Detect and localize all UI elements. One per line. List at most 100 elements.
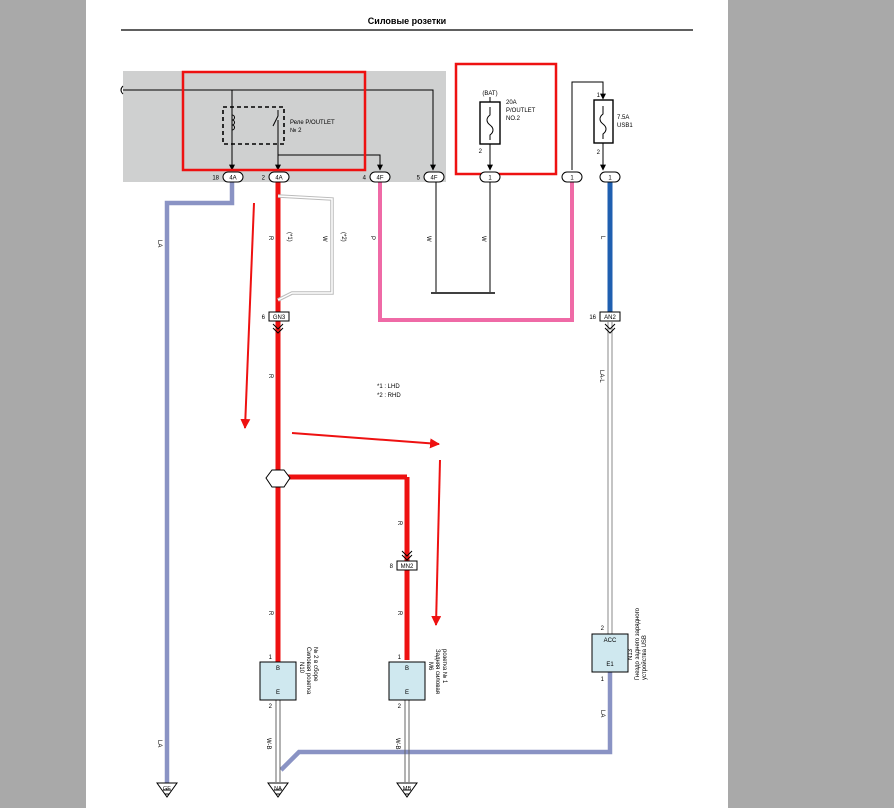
break-mark: [120, 85, 124, 95]
svg-text:R: R: [396, 521, 402, 526]
usb-fuse-name: USB1: [617, 123, 633, 129]
fuse-source: (BAT): [482, 91, 497, 97]
relay-box: [222, 106, 285, 145]
fuse-rating: 20A: [506, 100, 517, 106]
svg-text:№ 2 в сборе: № 2 в сборе: [312, 647, 319, 682]
svg-text:M6: M6: [427, 662, 433, 671]
junction-connector-2-4a: 4A 2: [262, 171, 290, 183]
svg-text:Гнездо заднего зарядного: Гнездо заднего зарядного: [635, 607, 641, 680]
svg-text:GE: GE: [163, 786, 171, 792]
svg-text:N13: N13: [628, 648, 634, 660]
svg-text:2: 2: [601, 626, 605, 632]
svg-text:устройства USB: устройства USB: [641, 635, 648, 680]
diagram-sheet: Силовые розетки Реле P/OUTLET № 2 (BAT) …: [86, 0, 728, 808]
svg-text:16: 16: [589, 315, 596, 321]
svg-text:1: 1: [269, 655, 273, 661]
svg-text:18: 18: [212, 176, 219, 182]
svg-text:Задняя силовая: Задняя силовая: [434, 649, 440, 694]
svg-text:8: 8: [390, 564, 394, 570]
wire-la-e1-ground: [279, 672, 613, 772]
svg-text:ACC: ACC: [604, 638, 617, 644]
fuse-name: P/OUTLET: [506, 108, 536, 114]
svg-text:AN2: AN2: [604, 315, 616, 321]
svg-text:B: B: [405, 666, 409, 672]
annotation-arrow-right: [291, 432, 440, 449]
svg-text:LA: LA: [156, 740, 162, 747]
usb-feed-wire: [571, 81, 606, 170]
fuse-icon: [486, 107, 494, 140]
relay-number: № 2: [290, 127, 302, 134]
svg-text:2: 2: [398, 704, 402, 710]
component-n10: 1 B E 2 N10 Силовая розетка № 2 в сборе: [259, 647, 319, 710]
ground-ge: GE: [156, 782, 178, 798]
svg-text:W-B: W-B: [394, 738, 400, 750]
svg-text:4F: 4F: [376, 176, 383, 182]
svg-text:(*2): (*2): [340, 232, 346, 242]
wire-p-pink: [378, 182, 574, 322]
svg-text:W-B: W-B: [265, 738, 271, 750]
junction-connector-pink: 1: [561, 171, 583, 183]
usb-fuse-pin-top: 1: [597, 93, 601, 99]
svg-text:Силовая розетка: Силовая розетка: [305, 647, 311, 695]
svg-text:4A: 4A: [275, 176, 282, 182]
svg-text:W: W: [321, 236, 327, 242]
svg-text:R: R: [267, 374, 273, 379]
relay-name: Реле P/OUTLET: [290, 120, 335, 126]
svg-text:LA-L: LA-L: [598, 370, 604, 383]
fuse-highlight: [454, 62, 558, 176]
fuse-pin-bottom: 2: [479, 149, 483, 155]
wire-color-labels: LA R (*1) W (*2) P W W L R R R R LA-L LA…: [156, 232, 605, 750]
relay-switch-icon: [272, 110, 279, 140]
svg-text:E: E: [276, 690, 280, 696]
annotation-arrow-down-left: [240, 202, 255, 429]
usb-fuse-pin-bottom: 2: [597, 150, 601, 156]
svg-text:(*1): (*1): [286, 232, 292, 242]
svg-text:R: R: [267, 611, 273, 616]
fuse-name2: NO.2: [506, 116, 521, 122]
svg-text:W: W: [425, 236, 431, 242]
svg-text:2: 2: [269, 704, 273, 710]
svg-text:E: E: [405, 690, 409, 696]
svg-text:LA: LA: [599, 710, 605, 717]
svg-text:MN2: MN2: [401, 564, 414, 570]
relay-coil-icon: [231, 110, 235, 135]
svg-text:LA: LA: [156, 240, 162, 247]
inner-wire-5: [232, 89, 436, 171]
svg-text:розетка № 1: розетка № 1: [441, 649, 448, 684]
note-lhd: *1 : LHD: [377, 384, 400, 390]
junction-connector-fuse: 1: [479, 171, 501, 183]
wire-la-left: [164, 182, 235, 785]
svg-text:1: 1: [398, 655, 402, 661]
svg-text:4F: 4F: [430, 176, 437, 182]
svg-text:B: B: [276, 666, 280, 672]
svg-text:N10: N10: [298, 662, 304, 674]
wiring-diagram: Силовые розетки Реле P/OUTLET № 2 (BAT) …: [120, 16, 693, 798]
annotation-arrow-down-right: [431, 459, 442, 626]
page-title: Силовые розетки: [368, 16, 446, 26]
note-rhd: *2 : RHD: [377, 393, 401, 399]
component-m6: 1 B E 2 M6 Задняя силовая розетка № 1: [388, 649, 448, 710]
svg-text:R: R: [267, 236, 273, 241]
usb-fuse-rating: 7.5A: [617, 115, 629, 121]
junction-connector-18-4a: 4A 18: [212, 171, 244, 183]
svg-text:GN3: GN3: [273, 315, 286, 321]
connector-gn3: GN3 6: [262, 311, 290, 334]
svg-text:2: 2: [262, 176, 266, 182]
svg-text:6: 6: [262, 315, 266, 321]
svg-text:R: R: [396, 611, 402, 616]
junction-connector-5-4f: 4F 5: [417, 171, 445, 183]
junction-connector-4-4f: 4F 4: [363, 171, 391, 183]
svg-text:1: 1: [570, 176, 574, 182]
svg-text:MB: MB: [403, 786, 412, 792]
svg-text:4: 4: [363, 176, 367, 182]
splice-point: [265, 469, 291, 488]
svg-text:1: 1: [601, 677, 605, 683]
ground-na: NA: [267, 782, 289, 798]
svg-text:4A: 4A: [229, 176, 236, 182]
wire-w-alt: [277, 194, 334, 302]
junction-connector-usb: 1: [599, 171, 621, 183]
fuse-usb-icon: [599, 106, 607, 139]
svg-text:W: W: [480, 236, 486, 242]
connector-mn2: MN2 8: [390, 550, 418, 571]
svg-text:5: 5: [417, 176, 421, 182]
